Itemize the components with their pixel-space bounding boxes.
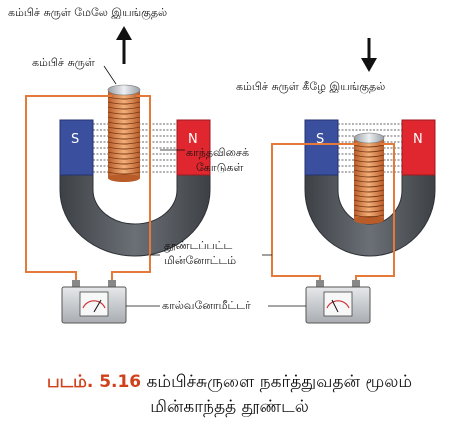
left-north-pole	[176, 119, 211, 176]
induced-current-label-2: மின்னோட்டம்	[164, 254, 237, 267]
left-setup	[25, 26, 211, 324]
right-north-label: N	[413, 132, 423, 147]
coil-up-title: கம்பிச் சுருள் மேலே இயங்குதல்	[8, 6, 168, 19]
right-north-pole	[401, 119, 436, 176]
right-coil	[353, 132, 385, 224]
right-south-label: S	[316, 132, 325, 147]
coil-down-title: கம்பிச் சுருள் கீழே இயங்குதல்	[236, 80, 386, 93]
left-u-magnet	[59, 119, 211, 257]
down-arrow-icon	[361, 38, 377, 72]
right-galvanometer	[305, 280, 371, 324]
left-south-label: S	[71, 132, 80, 147]
up-arrow-icon	[116, 26, 132, 64]
induced-current-label-1: தூண்டப்பட்ட	[164, 239, 233, 252]
figure-caption-line1: படம். 5.16 கம்பிச்சுருளை நகர்த்துவதன் மூ…	[0, 371, 459, 393]
figure-number: படம். 5.16	[46, 372, 142, 392]
left-wires	[25, 95, 151, 282]
induction-diagram	[25, 26, 436, 324]
left-south-pole	[59, 119, 94, 176]
left-north-label: N	[188, 132, 198, 147]
right-south-pole	[304, 119, 339, 176]
field-lines-label-1: காந்தவிசைக்	[186, 146, 250, 159]
field-lines-label-2: கோடுகள்	[196, 161, 244, 174]
galvanometer-label: கால்வனோமீட்டர்	[162, 299, 251, 312]
caption-text-1: கம்பிச்சுருளை நகர்த்துவதன் மூலம்	[146, 372, 413, 392]
left-galvanometer	[61, 280, 127, 324]
coil-label: கம்பிச் சுருள்	[32, 56, 95, 69]
caption-text-2: மின்காந்தத் தூண்டல்	[150, 397, 309, 417]
label-pointers	[103, 65, 306, 307]
figure-caption-line2: மின்காந்தத் தூண்டல்	[0, 396, 459, 418]
left-coil	[107, 84, 141, 182]
right-setup	[271, 38, 436, 324]
right-wires	[271, 143, 395, 282]
